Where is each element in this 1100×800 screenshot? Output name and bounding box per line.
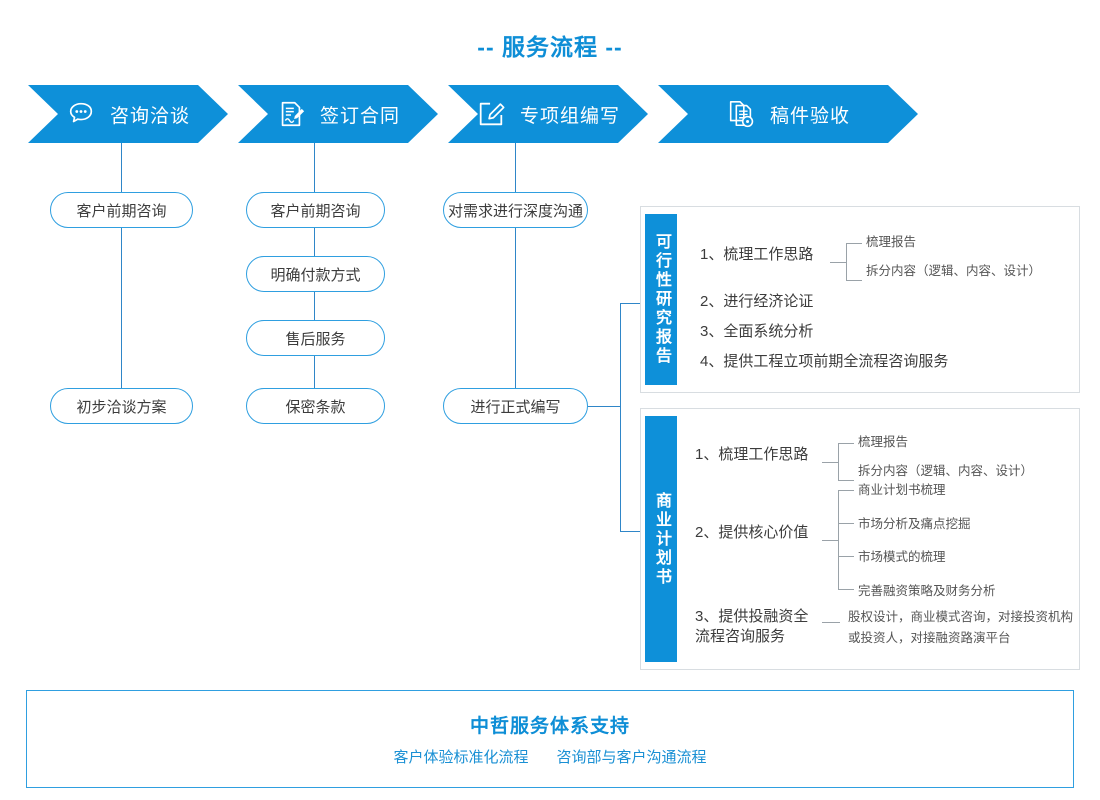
panel2-row-2-sub-3: 市场模式的梳理 xyxy=(858,550,946,564)
footer-sub-2: 咨询部与客户沟通流程 xyxy=(556,749,707,766)
footer-support-panel: 中哲服务体系支持 客户体验标准化流程 咨询部与客户沟通流程 xyxy=(26,690,1074,788)
stage-banner-3[interactable]: 专项组编写 xyxy=(448,85,648,143)
panel2-row-3-sub-1: 股权设计，商业模式咨询，对接投资机构 xyxy=(848,610,1074,624)
connector-c2-top xyxy=(314,143,315,192)
stage-banner-1-label: 咨询洽谈 xyxy=(109,105,190,127)
panel1-row-1: 1、梳理工作思路 xyxy=(700,245,813,265)
connector-c3-1-2 xyxy=(515,228,516,388)
panel2-row-1-dash xyxy=(822,462,838,463)
node-c2-3[interactable]: 售后服务 xyxy=(246,320,385,356)
stage-banner-4-label: 稿件验收 xyxy=(769,105,850,127)
panel2-row-2-sub-1: 商业计划书梳理 xyxy=(858,483,946,497)
node-c2-2[interactable]: 明确付款方式 xyxy=(246,256,385,292)
stage-banner-2-label: 签订合同 xyxy=(319,105,400,127)
panel1-row-3-label: 3、全面系统分析 xyxy=(700,323,814,340)
panel2-row-1: 1、梳理工作思路 xyxy=(695,445,808,465)
panel2-row-1-bracket xyxy=(838,443,860,481)
panel2-row-2: 2、提供核心价值 xyxy=(695,523,808,543)
panel1-row-1-sub-2: 拆分内容（逻辑、内容、设计） xyxy=(866,263,1042,278)
node-c2-4[interactable]: 保密条款 xyxy=(246,388,385,424)
node-c1-1[interactable]: 客户前期咨询 xyxy=(50,192,193,228)
document-review-icon xyxy=(726,99,756,129)
panel2-row-1-sub-2: 拆分内容（逻辑、内容、设计） xyxy=(858,463,1034,478)
contract-sign-icon xyxy=(276,99,306,129)
stage-banner-3-label: 专项组编写 xyxy=(519,105,620,127)
node-c2-1[interactable]: 客户前期咨询 xyxy=(246,192,385,228)
connector-c1-1-2 xyxy=(121,228,122,388)
stage-banner-1[interactable]: 咨询洽谈 xyxy=(28,85,228,143)
panel2-row-3-label: 3、提供投融资全 流程咨询服务 xyxy=(695,608,809,645)
panel1-row-1-label: 1、梳理工作思路 xyxy=(700,246,814,263)
panel2-row-3-subs: 股权设计，商业模式咨询，对接投资机构 或投资人，对接融资路演平台 xyxy=(848,611,1073,644)
branch-trunk xyxy=(620,303,621,531)
branch-to-panel-1 xyxy=(620,303,646,304)
node-c3-1[interactable]: 对需求进行深度沟通 xyxy=(443,192,588,228)
connector-c1-top xyxy=(121,143,122,192)
connector-c2-1-2 xyxy=(314,228,315,256)
stage-banner-2[interactable]: 签订合同 xyxy=(238,85,438,143)
connector-c3-top xyxy=(515,143,516,192)
edit-square-icon xyxy=(476,99,506,129)
stage-banner-4[interactable]: 稿件验收 xyxy=(658,85,918,143)
panel2-row-1-sub-1: 梳理报告 xyxy=(858,435,909,449)
footer-title: 中哲服务体系支持 xyxy=(469,716,630,737)
panel1-row-1-sub-1: 梳理报告 xyxy=(866,235,917,249)
connector-c2-3-4 xyxy=(314,356,315,388)
panel1-row-2-label: 2、进行经济论证 xyxy=(700,293,814,310)
panel2-row-2-dash xyxy=(822,540,838,541)
panel2-row-3-dash xyxy=(822,622,840,623)
panel-business-plan-tab: 商业计划书 xyxy=(645,416,677,662)
footer-subtitles: 客户体验标准化流程 咨询部与客户沟通流程 xyxy=(393,746,706,767)
node-c3-2[interactable]: 进行正式编写 xyxy=(443,388,588,424)
panel2-row-2-subs: 商业计划书梳理 市场分析及痛点挖掘 市场模式的梳理 完善融资策略及财务分析 xyxy=(858,484,996,597)
panel1-row-2: 2、进行经济论证 xyxy=(700,292,813,312)
panel1-row-1-dash xyxy=(830,262,846,263)
page-title: -- 服务流程 -- xyxy=(477,34,623,60)
panel1-row-4: 4、提供工程立项前期全流程咨询服务 xyxy=(700,352,948,372)
connector-c2-2-3 xyxy=(314,292,315,320)
panel2-row-2-sub-2: 市场分析及痛点挖掘 xyxy=(858,516,971,531)
node-c1-2[interactable]: 初步洽谈方案 xyxy=(50,388,193,424)
panel1-row-1-bracket xyxy=(846,243,868,281)
panel-feasibility-report-tab: 可行性研究报告 xyxy=(645,214,677,385)
panel2-row-2-label: 2、提供核心价值 xyxy=(695,524,809,541)
panel-feasibility-report xyxy=(640,206,1080,393)
panel1-row-1-subs: 梳理报告 拆分内容（逻辑、内容、设计） xyxy=(866,236,1041,277)
panel2-row-3: 3、提供投融资全 流程咨询服务 xyxy=(695,607,808,646)
panel2-row-3-sub-2: 或投资人，对接融资路演平台 xyxy=(848,630,1011,645)
branch-to-panel-2 xyxy=(620,531,646,532)
panel2-row-1-subs: 梳理报告 拆分内容（逻辑、内容、设计） xyxy=(858,436,1033,477)
chat-bubble-icon xyxy=(66,99,96,129)
panel2-row-2-sub-4: 完善融资策略及财务分析 xyxy=(858,583,996,598)
panel1-row-3: 3、全面系统分析 xyxy=(700,322,813,342)
panel-business-plan xyxy=(640,408,1080,670)
footer-sub-1: 客户体验标准化流程 xyxy=(393,749,529,766)
panel2-row-2-bracket xyxy=(838,490,860,590)
branch-stem xyxy=(588,406,620,407)
panel2-row-1-label: 1、梳理工作思路 xyxy=(695,446,809,463)
panel1-row-4-label: 4、提供工程立项前期全流程咨询服务 xyxy=(700,353,949,370)
